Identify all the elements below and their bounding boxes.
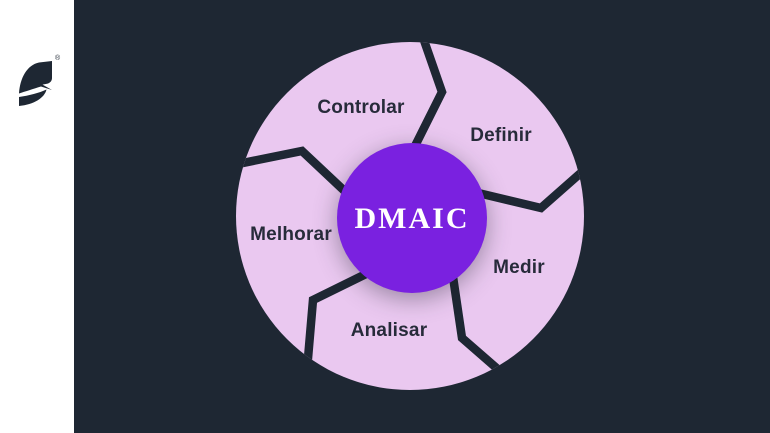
step-label-controlar: Controlar xyxy=(317,97,405,118)
step-label-analisar: Analisar xyxy=(350,320,428,341)
flag-logo-lower-band xyxy=(19,89,47,106)
flag-logo-icon xyxy=(19,61,52,106)
flag-logo-upper-band xyxy=(19,61,52,94)
step-label-melhorar: Melhorar xyxy=(250,224,332,245)
divider-controlar-definir xyxy=(408,42,447,154)
divider-analisar-melhorar xyxy=(302,268,372,371)
center-disc xyxy=(337,143,487,293)
dmaic-center-label: DMAIC xyxy=(355,202,470,235)
sidebar: ® xyxy=(0,0,74,433)
registered-trademark: ® xyxy=(55,55,61,62)
step-label-medir: Medir xyxy=(493,257,545,278)
brand-logo: ® xyxy=(17,55,60,109)
divider-melhorar-controlar xyxy=(236,146,355,202)
step-label-definir: Definir xyxy=(470,125,532,146)
